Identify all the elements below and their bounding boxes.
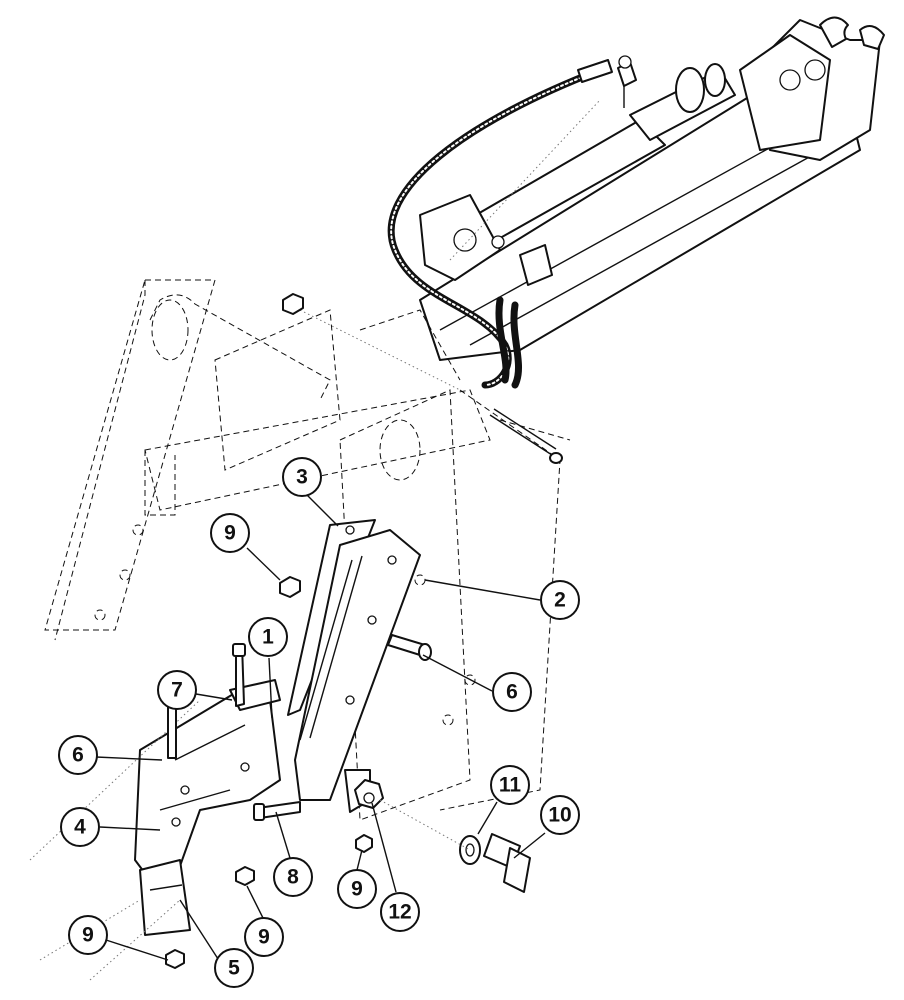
callout-label: 9 [82,924,94,947]
callout-label: 8 [287,866,299,889]
callout-label: 9 [351,878,363,901]
callout-label: 6 [506,681,518,704]
callout-label: 10 [548,804,571,827]
callout-label: 9 [258,926,270,949]
callout-9-upper: 9 [210,513,250,553]
callout-6-left: 6 [58,735,98,775]
callout-label: 6 [72,744,84,767]
callout-9-middle: 9 [244,917,284,957]
callout-label: 3 [296,466,308,489]
callout-label: 12 [388,901,411,924]
callout-label: 9 [224,522,236,545]
callout-3: 3 [282,457,322,497]
callout-12: 12 [380,892,420,932]
callout-8: 8 [273,857,313,897]
callout-label: 1 [262,626,274,649]
loader-arm-assembly [387,16,885,389]
frame-phantom [44,99,601,821]
leader-lines [95,492,546,963]
callout-label: 5 [228,957,240,980]
callout-1: 1 [248,617,288,657]
callout-11: 11 [490,765,530,805]
callout-4: 4 [60,807,100,847]
callout-label: 11 [499,774,522,797]
callout-10: 10 [540,795,580,835]
callout-label: 2 [554,589,566,612]
callout-9-right: 9 [337,869,377,909]
callout-2: 2 [540,580,580,620]
callout-6-right: 6 [492,672,532,712]
callout-9-bottom: 9 [68,915,108,955]
callout-7: 7 [157,670,197,710]
mounting-plates [287,519,421,813]
callout-label: 4 [74,816,86,839]
callout-label: 7 [171,679,183,702]
callout-5: 5 [214,948,254,988]
